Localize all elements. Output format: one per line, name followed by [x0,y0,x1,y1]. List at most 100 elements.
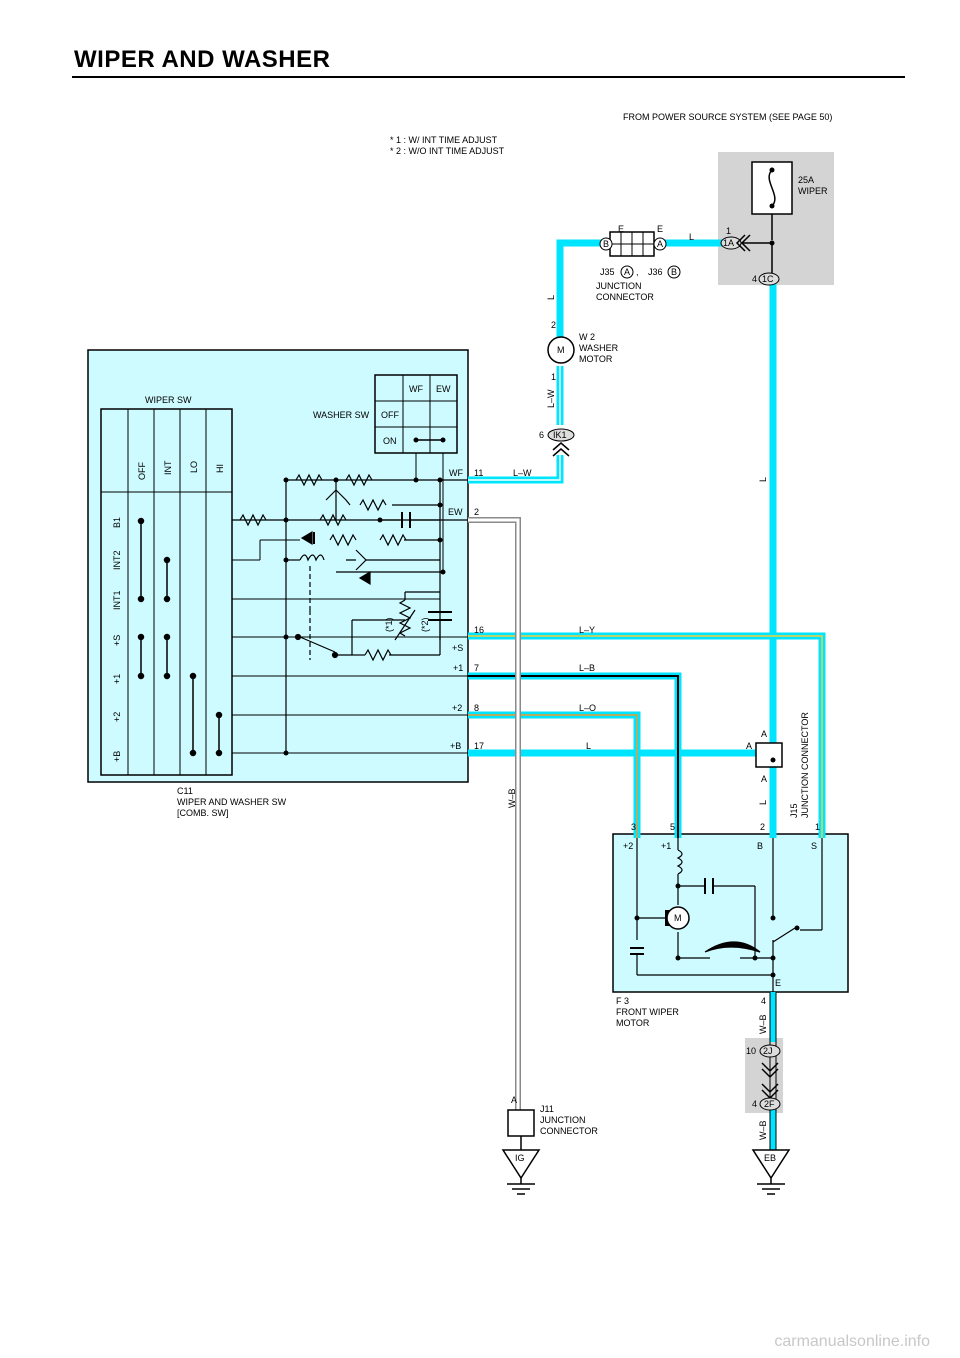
terminal-s: +S [452,643,463,653]
combo-switch-name-2: [COMB. SW] [177,808,229,818]
washer-motor-name-1: WASHER [579,343,619,353]
wire-label-l-main: L [758,477,768,482]
connector-1a-pin: 1 [726,226,731,236]
ground-ig-symbol [501,1149,541,1195]
connector-1c [758,272,780,286]
connector-ik1-arrow [552,442,570,457]
combo-switch-name-1: WIPER AND WASHER SW [177,797,287,807]
power-source-label: FROM POWER SOURCE SYSTEM (SEE PAGE 50) [623,112,832,122]
striped-wire-lb [468,672,682,838]
wiper-row-int1: INT1 [112,590,122,610]
washer-sw-drop-lines [415,453,444,572]
j15-pin-left: A [746,741,752,751]
switch-bus-lines [232,539,468,754]
wire-label-ly: L–Y [579,625,595,635]
footnote-1: * 1 : W/ INT TIME ADJUST [390,135,498,145]
j35-pin-left-id: B [603,239,609,249]
pin-11: 11 [474,468,483,478]
wire-label-l-left: L [546,295,556,300]
wiper-pos-hi: HI [215,464,225,473]
wiper-row-b1: B1 [112,517,122,528]
j15-name: JUNCTION CONNECTOR [800,712,810,818]
terminal-1: +1 [453,663,463,673]
washer-col-ew: EW [436,384,451,394]
combo-switch-code: C11 [177,786,193,796]
terminal-wf: WF [449,468,463,478]
wire-label-wb-eb: W–B [758,1120,768,1140]
connector-1c-pin: 4 [752,274,757,284]
motor-term-2: +2 [623,841,633,851]
j11-pin: A [511,1095,517,1105]
wire-label-wb-motor: W–B [758,1014,768,1034]
wire-label-l-top: L [689,232,694,242]
pin-17: 17 [474,741,484,751]
j15-pin-top: A [761,729,767,739]
washer-motor-name-2: MOTOR [579,354,613,364]
wiper-row-1: +1 [112,674,122,684]
connector-1a-arrow [735,234,751,252]
connector-2f [759,1097,781,1111]
j35-id: A [624,267,630,277]
fuse-name: WIPER [798,186,828,196]
connector-2j-arrow [761,1062,779,1079]
striped-wire-ly [468,632,826,838]
junction-j15-dot [770,757,776,763]
j11-name-2: CONNECTOR [540,1126,598,1136]
j35-label: J35 [600,267,615,277]
wiper-sw-contacts [137,517,223,757]
motor-armature [666,906,690,930]
motor-symbol: M [674,913,682,923]
washer-sw-dot-2 [440,437,446,443]
circuit-note-1: (*1) [384,617,394,632]
washer-motor-symbol: M [557,345,565,355]
pin-8: 8 [474,703,479,713]
wire-label-wb-ig: W–B [507,788,517,808]
j11-code: J11 [540,1104,554,1114]
connector-2f-id: 2F [764,1099,775,1109]
washer-sw-label: WASHER SW [313,410,370,420]
motor-pin-5: 5 [670,822,675,832]
motor-code: F 3 [616,996,629,1006]
intermittent-relay-circuit [232,473,468,753]
connector-ik1-pin: 6 [539,430,544,440]
wiper-row-int2: INT2 [112,550,122,570]
wiper-pos-off: OFF [137,462,147,480]
terminal-b: +B [450,741,461,751]
ground-ig-label: IG [515,1153,525,1163]
page-title: WIPER AND WASHER [74,46,331,73]
fuse-rating: 25A [798,175,814,185]
wire-wb-ground [468,517,521,1110]
connector-2j-pin: 10 [746,1046,756,1056]
motor-ground-term: E [775,978,781,988]
junction-j11 [507,1109,535,1137]
motor-term-b: B [757,841,763,851]
wire-label-lw-vertical: L–W [546,389,556,408]
wire-lw-stripe [468,366,561,481]
circuit-note-2: (*2) [420,617,430,632]
junction-connector-j35-j36 [599,231,681,279]
wire-label-lo: L–O [579,703,596,713]
motor-pin-3: 3 [631,822,636,832]
wiper-row-s: +S [112,635,122,646]
j36-id: B [671,267,677,277]
motor-pin-2: 2 [760,822,765,832]
watermark: carmanualsonline.info [774,1333,930,1350]
wiper-sw-label: WIPER SW [145,395,192,405]
wiper-row-2: +2 [112,712,122,722]
junction-j15 [755,742,783,768]
connector-2f-pin: 4 [752,1099,757,1109]
motor-term-1: +1 [661,841,671,851]
pin-7: 7 [474,663,479,673]
connector-2j-id: 2J [763,1046,773,1056]
front-wiper-motor-box [612,833,849,993]
washer-row-on: ON [383,436,397,446]
j35-name-2: CONNECTOR [596,292,654,302]
wire-label-lw: L–W [513,468,532,478]
wire-label-lb: L–B [579,663,595,673]
ground-eb-symbol [751,1149,791,1195]
connector-1a-id: 1A [723,238,734,248]
washer-motor [547,336,575,364]
connector-1c-id: 1C [762,274,774,284]
